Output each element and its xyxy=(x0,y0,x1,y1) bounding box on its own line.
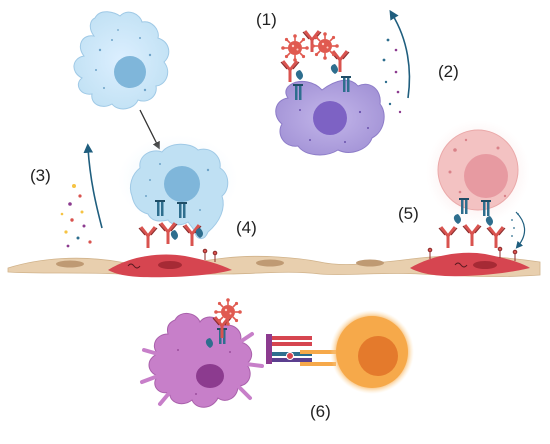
resting-macrophage xyxy=(73,11,170,110)
pink-killer-cell xyxy=(426,120,530,250)
curved-arrow-icon xyxy=(389,9,411,99)
label-6: (6) xyxy=(310,402,331,421)
cytokine-release-2 xyxy=(382,9,411,114)
label-1: (1) xyxy=(256,10,277,29)
endothelium-layer xyxy=(7,246,541,278)
t-cell xyxy=(330,310,414,394)
purple-effector-cell xyxy=(275,29,385,156)
curved-arrow-icon xyxy=(83,143,103,229)
immune-synapse xyxy=(266,334,336,366)
curved-arrow-icon xyxy=(515,211,526,249)
label-4: (4) xyxy=(236,218,257,237)
macrophage-attached xyxy=(118,135,238,250)
label-3: (3) xyxy=(30,166,51,185)
label-5: (5) xyxy=(398,204,419,223)
cytokine-release-3 xyxy=(60,143,103,248)
antigen-presenting-cell xyxy=(140,297,264,408)
label-2: (2) xyxy=(438,62,459,81)
